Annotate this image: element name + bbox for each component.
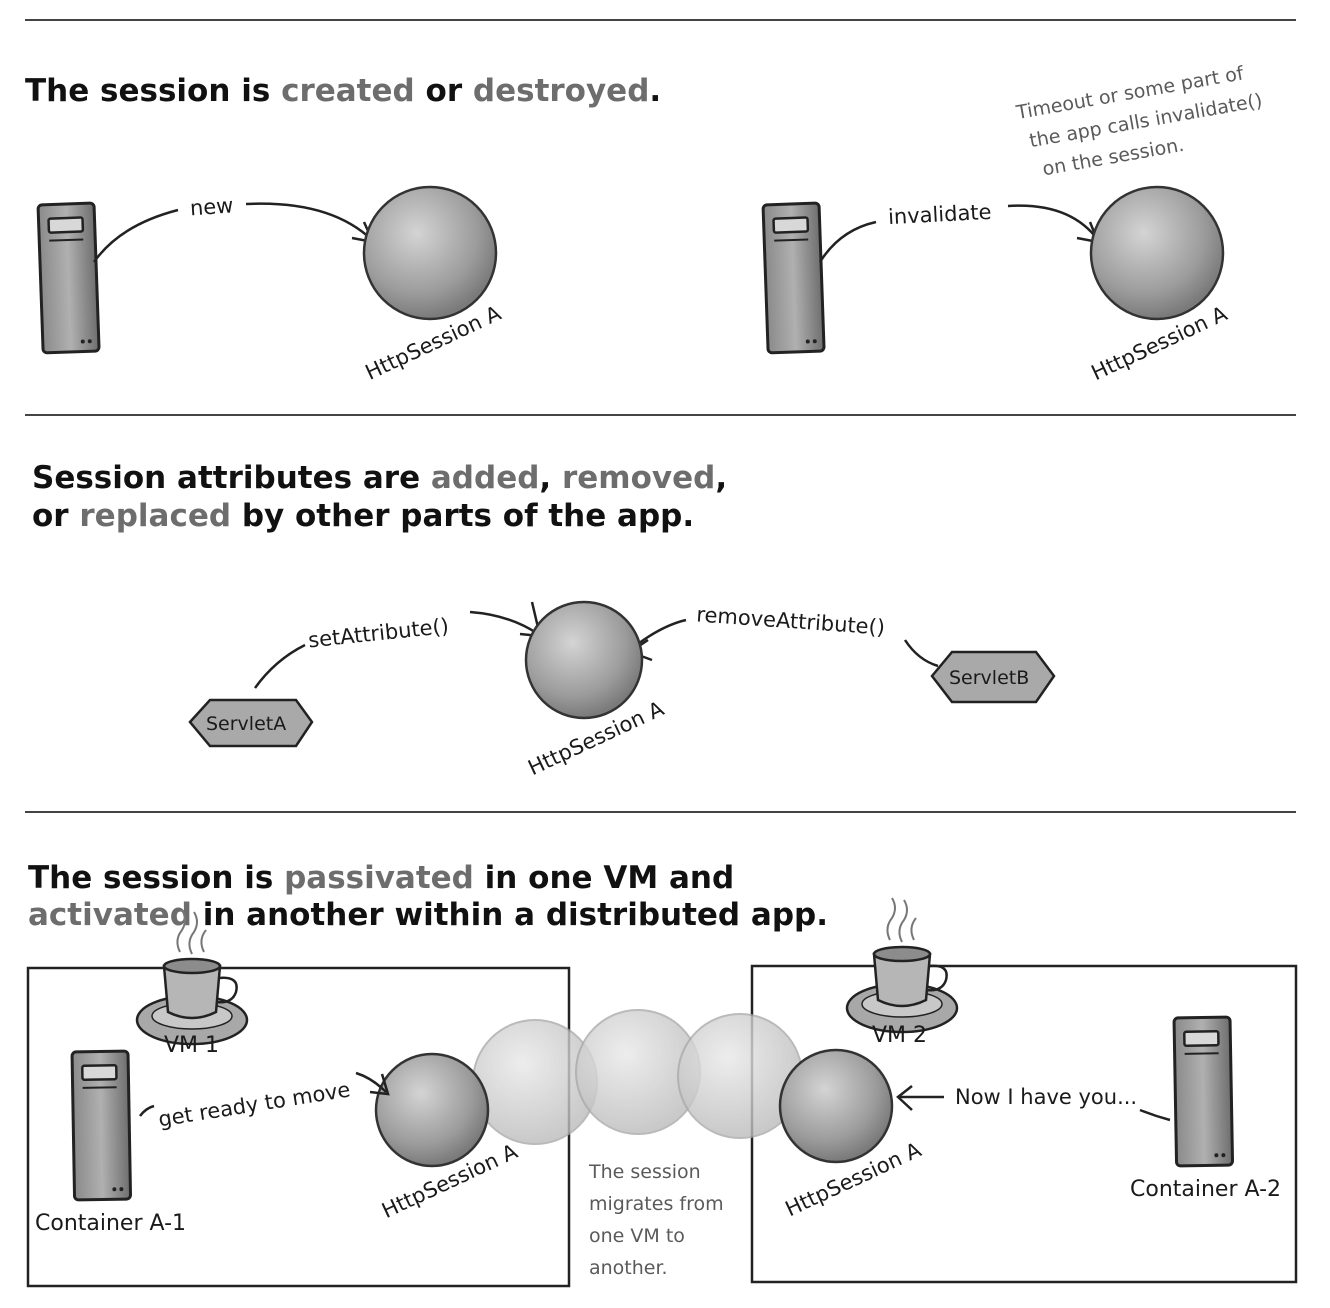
invalidate-arrow [818, 204, 1100, 263]
invalidate-note: Timeout or some part of the app calls in… [1014, 62, 1264, 180]
session-sphere [374, 1052, 490, 1168]
session-sphere [778, 1048, 894, 1164]
section1-heading: The session is created or destroyed. [25, 73, 661, 109]
session-sphere [362, 185, 498, 321]
new-arrow [92, 202, 373, 263]
server-icon [36, 201, 101, 355]
invalidate-label: invalidate [887, 200, 992, 229]
server-icon [70, 1049, 133, 1202]
servlet-b-node: ServletB [930, 650, 1056, 704]
get-ready-arrow [139, 1071, 387, 1117]
vm2-label: VM 2 [872, 1023, 927, 1048]
vm1-label: VM 1 [164, 1033, 219, 1058]
session-sphere [1089, 185, 1225, 321]
arrowhead-icon [369, 1073, 390, 1096]
migrate-note: The session migrates from one VM to anot… [588, 1161, 724, 1279]
svg-text:The session: The session [588, 1161, 701, 1183]
container-a1-label: Container A-1 [35, 1211, 186, 1236]
svg-text:migrates from: migrates from [589, 1193, 724, 1215]
get-ready-label: get ready to move [157, 1077, 352, 1131]
session-sphere [524, 600, 644, 720]
now-have-you-arrow [898, 1095, 1171, 1122]
svg-text:ServletA: ServletA [206, 713, 286, 735]
section2-heading-line2: or replaced by other parts of the app. [32, 498, 694, 534]
server-icon [761, 201, 826, 355]
arrowhead-icon [896, 1085, 913, 1111]
now-have-you-label: Now I have you... [955, 1085, 1137, 1109]
svg-text:another.: another. [589, 1257, 668, 1279]
section3-heading-line2: activated in another within a distribute… [28, 897, 828, 933]
container-a2-label: Container A-2 [1130, 1177, 1281, 1202]
remove-attribute-label: removeAttribute() [696, 602, 886, 639]
section2-heading-line1: Session attributes are added, removed, [32, 460, 727, 496]
section3-heading-line1: The session is passivated in one VM and [28, 860, 734, 896]
servlet-a-node: ServletA [188, 698, 314, 748]
new-label: new [189, 193, 234, 220]
set-attribute-label: setAttribute() [307, 614, 450, 653]
server-icon [1172, 1015, 1235, 1168]
svg-text:one VM to: one VM to [589, 1225, 685, 1247]
svg-text:ServletB: ServletB [949, 667, 1029, 689]
